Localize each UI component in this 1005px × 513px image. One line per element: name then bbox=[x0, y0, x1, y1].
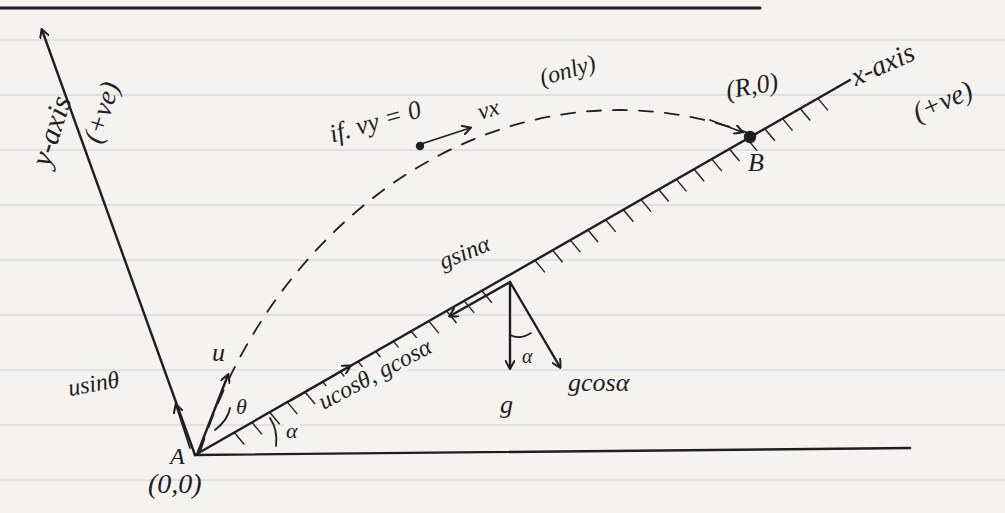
hatch-mark bbox=[818, 98, 828, 110]
hatch-mark bbox=[712, 159, 722, 171]
figure-label: (R,0) bbox=[724, 69, 780, 104]
hatch-mark bbox=[659, 190, 669, 202]
figure-label: B bbox=[748, 150, 764, 176]
figure-label: g bbox=[500, 392, 513, 418]
theta-arc bbox=[215, 408, 230, 430]
figure-label: α bbox=[284, 420, 300, 442]
hatch-mark bbox=[429, 321, 439, 333]
figure-label: θ bbox=[234, 396, 249, 418]
hatch-mark bbox=[570, 240, 580, 252]
g-arrow bbox=[509, 282, 511, 368]
figure-label: gcosα bbox=[568, 370, 629, 396]
hatch-mark bbox=[606, 220, 616, 232]
underline bbox=[0, 7, 760, 10]
hatch-mark bbox=[765, 129, 775, 141]
point bbox=[417, 143, 423, 149]
hatch-mark bbox=[729, 149, 739, 161]
alpha-arc-2 bbox=[510, 333, 531, 337]
hatch-mark bbox=[783, 119, 793, 131]
hatch-mark bbox=[553, 250, 563, 262]
vx-arrow bbox=[418, 128, 470, 145]
hatch-mark bbox=[800, 109, 810, 121]
figure-label: (0,0) bbox=[148, 470, 202, 498]
hatch-mark bbox=[447, 311, 457, 323]
hatch-mark bbox=[287, 402, 297, 414]
ground-line bbox=[195, 448, 910, 455]
point-b bbox=[745, 132, 755, 142]
hatch-mark bbox=[676, 179, 686, 191]
hatch-mark bbox=[252, 422, 262, 434]
figure-label: if. vy = 0 bbox=[326, 97, 424, 148]
figure-label: (+ve) bbox=[79, 78, 125, 146]
gcos-arrow bbox=[510, 282, 560, 367]
figure-label: (only) bbox=[537, 51, 599, 90]
hatch-mark bbox=[270, 412, 280, 424]
trajectory bbox=[200, 110, 748, 452]
ruled-lines bbox=[0, 40, 1005, 480]
trajectory-arrow bbox=[710, 120, 742, 132]
hatch-mark bbox=[694, 169, 704, 181]
alpha-arc bbox=[270, 418, 276, 446]
hatch-mark bbox=[234, 433, 244, 445]
hatch-mark bbox=[464, 301, 474, 313]
hatch-mark bbox=[482, 291, 492, 303]
figure-label: A bbox=[170, 444, 185, 468]
figure-label: u bbox=[212, 340, 225, 366]
hatch-mark bbox=[535, 260, 545, 272]
hatch-mark bbox=[641, 200, 651, 212]
hatch-mark bbox=[588, 230, 598, 242]
y-axis-line bbox=[42, 30, 195, 455]
figure-label: gsinα bbox=[436, 231, 494, 273]
figure-label: y-axis bbox=[26, 92, 77, 169]
incline-hatching bbox=[234, 98, 828, 444]
gsin-arrow bbox=[450, 282, 510, 316]
figure-label: ucosθ, gcosα bbox=[312, 333, 437, 414]
figure-label: α bbox=[520, 346, 535, 366]
figure-label: x-axis bbox=[846, 38, 918, 91]
velocity-u bbox=[198, 375, 228, 452]
figure-label: usinθ bbox=[66, 367, 121, 400]
figure-label: vx bbox=[475, 95, 502, 124]
incline-line bbox=[195, 80, 850, 455]
usin-arrow bbox=[176, 405, 190, 448]
hatch-mark bbox=[623, 210, 633, 222]
figure-label: (+ve) bbox=[908, 76, 976, 127]
